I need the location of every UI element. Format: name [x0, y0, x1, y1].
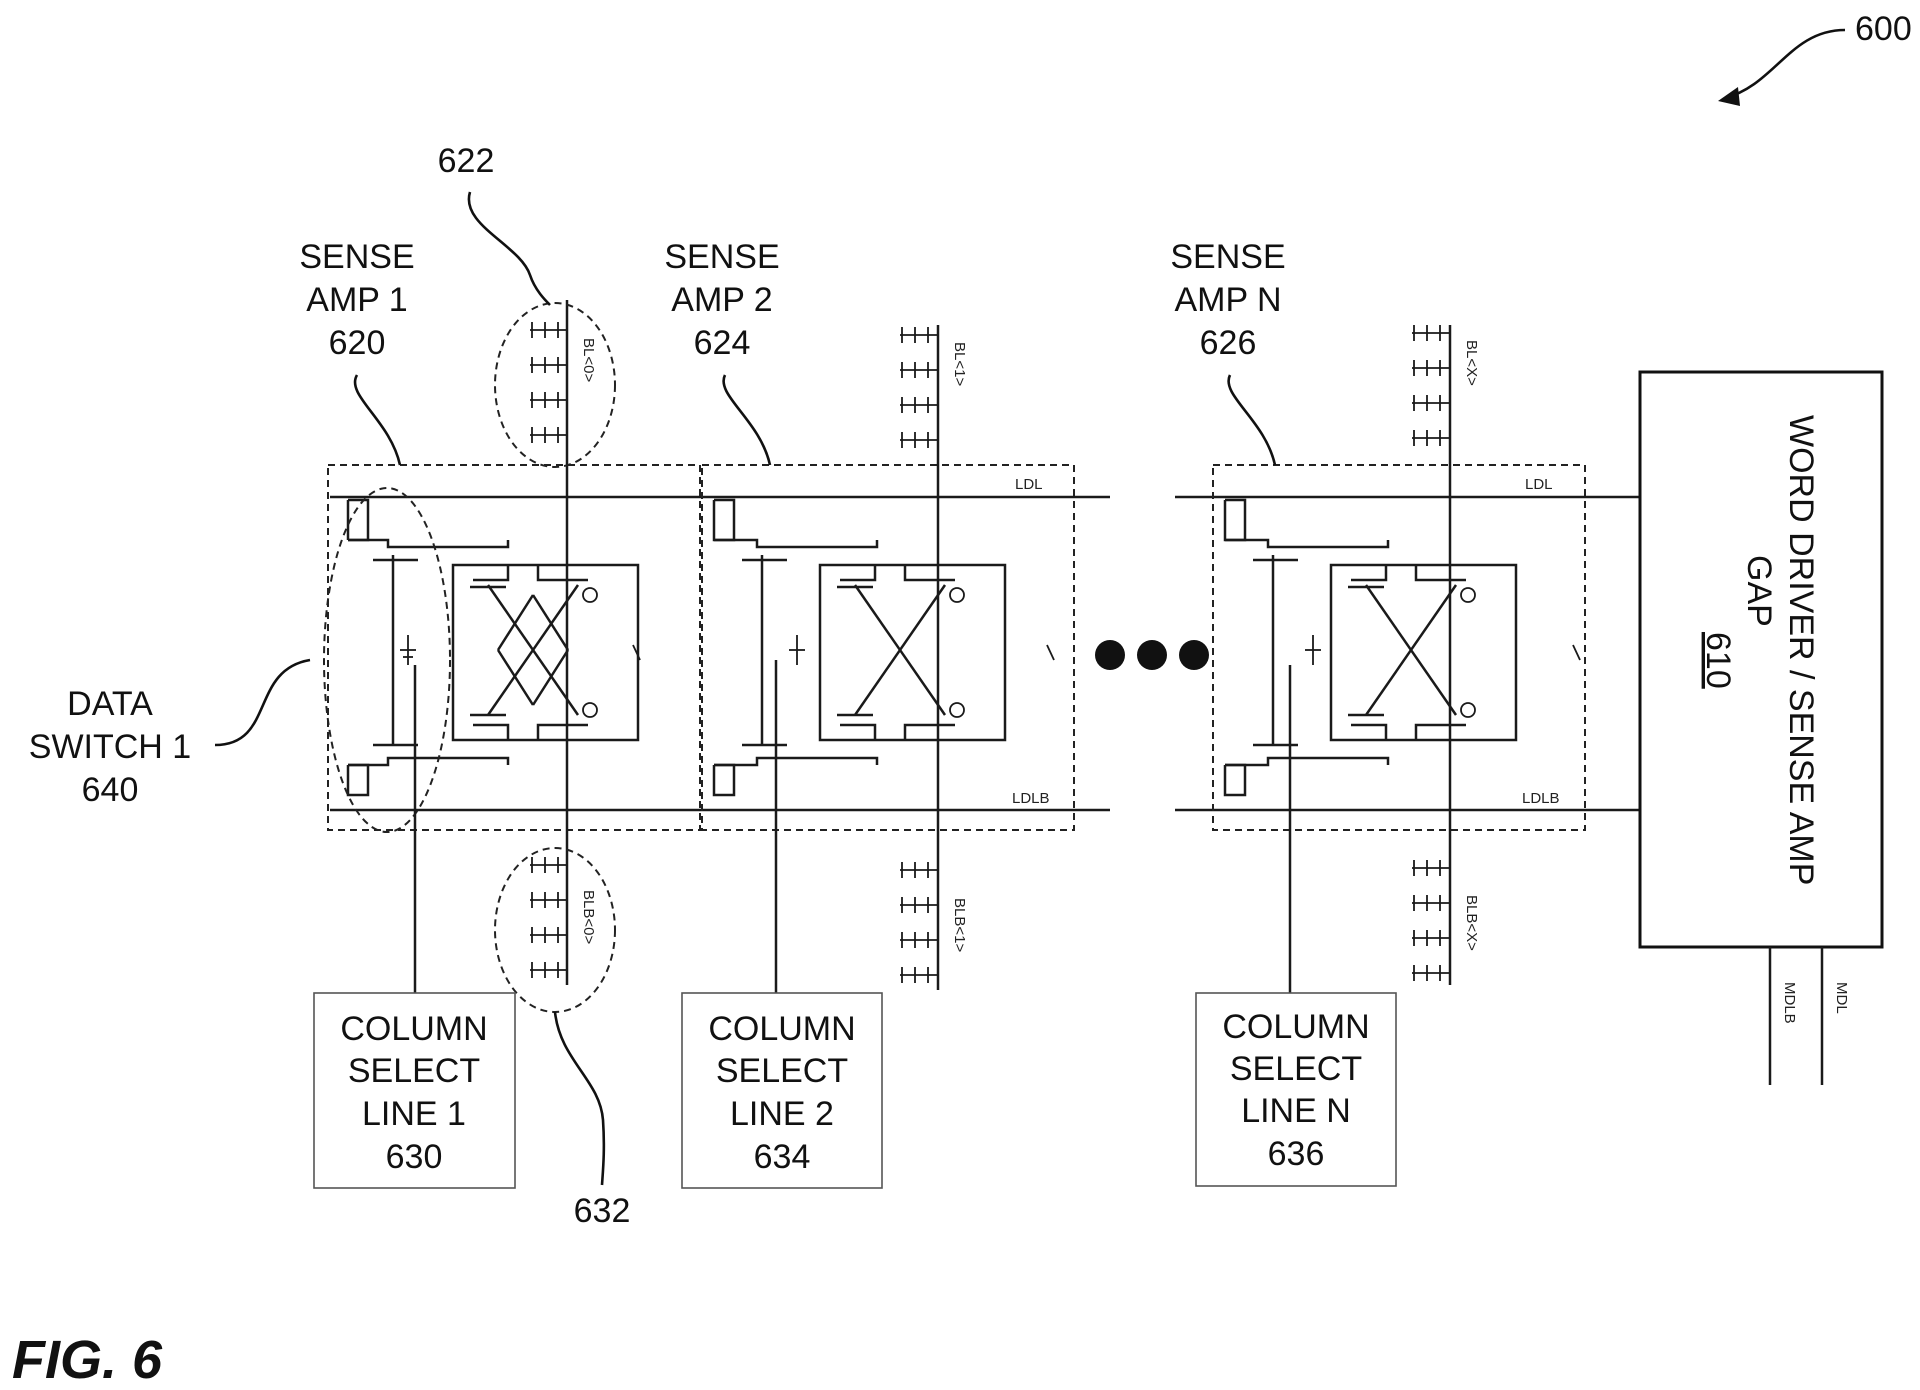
data-switch-leader	[214, 658, 311, 747]
bitline-column-2	[900, 325, 940, 990]
bitline-column-1	[530, 300, 569, 985]
ldl-label-2: LDL	[1525, 476, 1553, 493]
callout-622: 622	[438, 142, 495, 180]
figure-ref-arrow	[1724, 28, 1846, 100]
column-select-2-line2: SELECT	[716, 1052, 848, 1090]
data-switch-ref: 640	[82, 771, 139, 809]
column-select-n-line2: SELECT	[1230, 1050, 1362, 1088]
column-select-1-line3: LINE 1	[362, 1095, 466, 1133]
word-driver-ref: 610	[1699, 632, 1737, 689]
column-select-box-2	[681, 992, 883, 1189]
sense-amp-2-ref: 624	[694, 324, 751, 362]
data-switch-line1: DATA	[67, 685, 153, 723]
blb-label-n: BLB<X>	[1463, 895, 1480, 951]
bl-label-1: BL<0>	[580, 338, 597, 382]
bitline-group-ellipse	[494, 302, 616, 468]
ldlb-label-1: LDLB	[1012, 790, 1050, 807]
sense-amp-1-line2: AMP 1	[306, 281, 407, 319]
bl-label-n: BL<X>	[1463, 340, 1480, 386]
bitline-column-n	[1412, 325, 1452, 985]
sense-amp-1-line1: SENSE	[299, 238, 414, 276]
ldl-label-1: LDL	[1015, 476, 1043, 493]
ellipsis-dot-2	[1137, 640, 1167, 670]
column-select-2-line1: COLUMN	[708, 1010, 855, 1048]
callout-632-leader	[553, 1011, 606, 1186]
data-switch-line2: SWITCH 1	[29, 728, 191, 766]
callout-622-leader	[467, 191, 551, 306]
column-select-1-line1: COLUMN	[340, 1010, 487, 1048]
column-select-2-ref: 634	[754, 1138, 811, 1176]
ellipsis-dot-1	[1095, 640, 1125, 670]
sense-amp-cell-n	[1212, 464, 1586, 831]
sense-amp-cell-1	[327, 464, 701, 831]
sense-amp-n-ref: 626	[1200, 324, 1257, 362]
sense-amp-2-line1: SENSE	[664, 238, 779, 276]
callout-632: 632	[574, 1192, 631, 1230]
sense-amp-2-leader	[722, 374, 772, 466]
mdlb-label: MDLB	[1781, 982, 1798, 1024]
word-driver-block	[1638, 370, 1884, 949]
fig-label: FIG. 6	[12, 1330, 163, 1390]
blb-label-2: BLB<1>	[951, 898, 968, 952]
column-select-1-line2: SELECT	[348, 1052, 480, 1090]
bl-label-2: BL<1>	[951, 342, 968, 386]
sense-amp-1-leader	[353, 374, 402, 466]
sense-amp-1-ref: 620	[329, 324, 386, 362]
column-select-n-line3: LINE N	[1241, 1092, 1351, 1130]
column-select-2-line3: LINE 2	[730, 1095, 834, 1133]
word-driver-line1: WORD DRIVER / SENSE AMP	[1782, 415, 1820, 885]
sense-amp-n-line1: SENSE	[1170, 238, 1285, 276]
column-select-box-n	[1195, 992, 1397, 1187]
column-select-box-1	[313, 992, 516, 1189]
column-select-n-line1: COLUMN	[1222, 1008, 1369, 1046]
column-select-1-ref: 630	[386, 1138, 443, 1176]
data-switch-ellipse	[323, 487, 451, 833]
column-select-n-ref: 636	[1268, 1135, 1325, 1173]
sense-amp-n-leader	[1227, 374, 1277, 466]
blb-label-1: BLB<0>	[580, 890, 597, 944]
mdl-label: MDL	[1833, 982, 1850, 1014]
sense-amp-n-line2: AMP N	[1174, 281, 1281, 319]
ldlb-label-2: LDLB	[1522, 790, 1560, 807]
figure-ref-number: 600	[1855, 10, 1912, 48]
word-driver-line2: GAP	[1740, 555, 1778, 627]
figure-ref-arrowhead	[1718, 87, 1740, 106]
sense-amp-2-line2: AMP 2	[671, 281, 772, 319]
ellipsis-dot-3	[1179, 640, 1209, 670]
sense-amp-cell-2	[701, 464, 1075, 831]
